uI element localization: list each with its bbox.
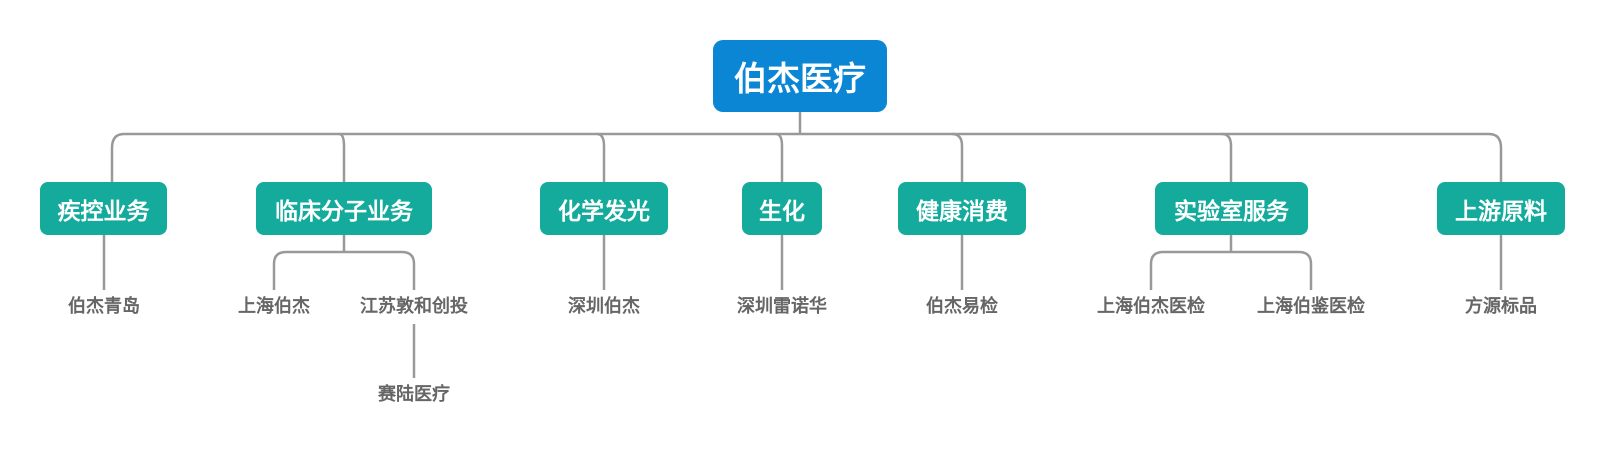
- leaf-node: 方源标品: [1465, 296, 1537, 317]
- leaf-node: 江苏敦和创投: [360, 296, 468, 317]
- leaf-node: 伯杰易检: [926, 296, 998, 317]
- category-health-consumption: 健康消费: [898, 182, 1026, 235]
- leaf-node: 上海伯杰: [238, 296, 310, 317]
- branch-line-6: [1221, 132, 1233, 182]
- leaf-line-6: [1149, 235, 1313, 290]
- leaf-node: 深圳雷诺华: [737, 296, 827, 317]
- category-disease-control: 疾控业务: [40, 182, 167, 235]
- branch-line-5: [951, 132, 964, 182]
- branch-line-4: [775, 132, 784, 182]
- root-node: 伯杰医疗: [713, 40, 887, 112]
- leaf-node-grandchild: 赛陆医疗: [378, 384, 450, 405]
- leaf-node: 上海伯鉴医检: [1257, 296, 1365, 317]
- leaf-node: 深圳伯杰: [568, 296, 640, 317]
- leaf-line-2: [272, 235, 416, 290]
- leaf-node: 伯杰青岛: [68, 296, 140, 317]
- branch-line-3: [596, 132, 606, 182]
- category-chemiluminescence: 化学发光: [540, 182, 668, 235]
- branch-line-2: [338, 132, 346, 182]
- category-lab-services: 实验室服务: [1155, 182, 1308, 235]
- category-biochemistry: 生化: [742, 182, 822, 235]
- category-upstream-materials: 上游原料: [1437, 182, 1565, 235]
- bus-line: [110, 132, 1503, 149]
- category-clinical-molecular: 临床分子业务: [256, 182, 432, 235]
- leaf-node: 上海伯杰医检: [1097, 296, 1205, 317]
